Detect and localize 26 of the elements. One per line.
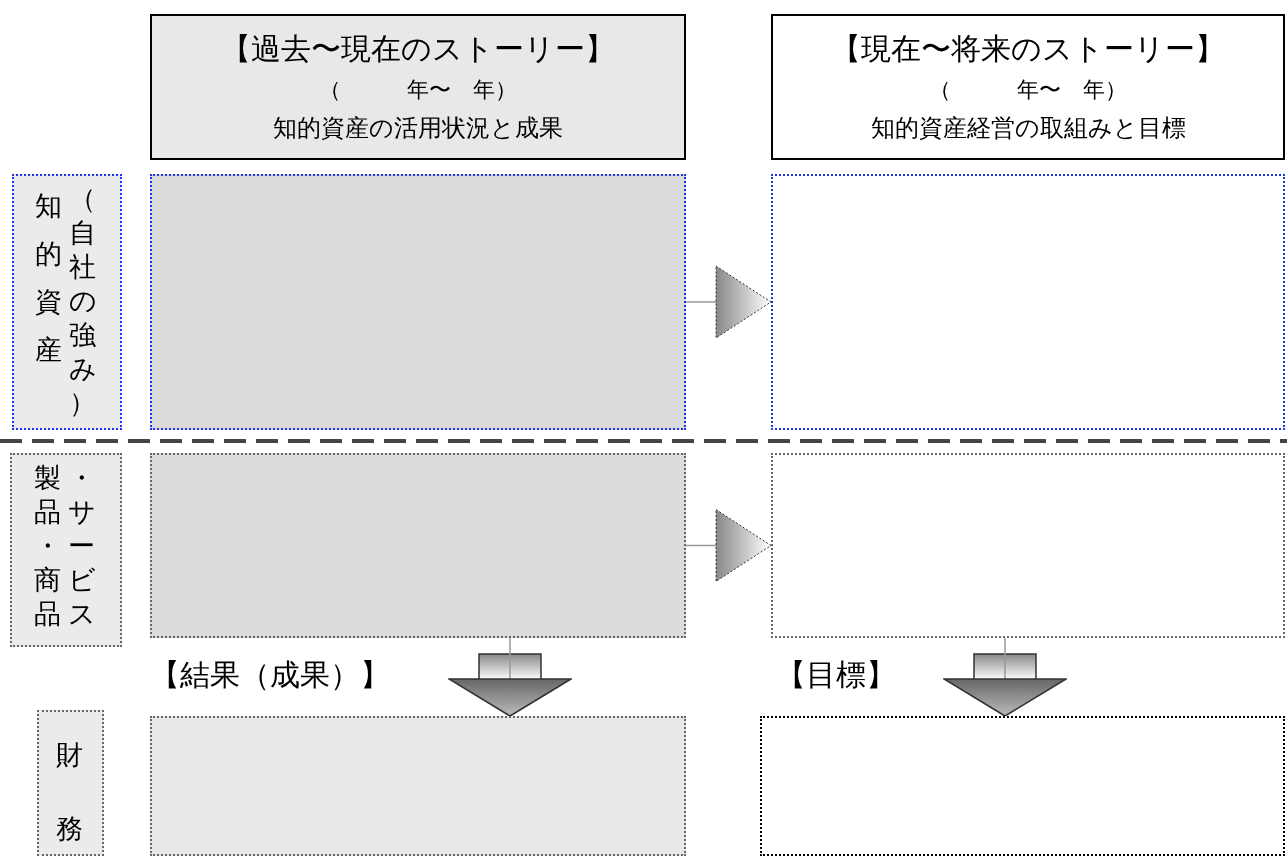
- period-text: （ 年〜 年）: [319, 76, 517, 104]
- row-label: （自社の強み）: [69, 182, 98, 420]
- row-label-box: [37, 710, 104, 856]
- period-text: （ 年〜 年）: [929, 76, 1127, 104]
- section-heading: 【目標】: [776, 656, 896, 694]
- section-heading: 【結果（成果）】: [150, 656, 390, 694]
- header-box: [771, 14, 1285, 160]
- header-title: 【過去〜現在のストーリー】: [221, 30, 615, 68]
- content-box: [771, 174, 1285, 430]
- row-label: ・サービス: [68, 461, 97, 631]
- row-label: 製品・商品: [34, 461, 62, 631]
- row-label-box: [12, 174, 122, 430]
- content-box: [760, 716, 1285, 856]
- chevron-arrow: [685, 265, 772, 339]
- content-box: [150, 716, 686, 856]
- content-box: [150, 174, 686, 430]
- row-label-box: [10, 453, 122, 647]
- header-subtitle: 知的資産の活用状況と成果: [273, 113, 563, 144]
- row-label: 財務: [55, 738, 84, 846]
- content-box: [771, 453, 1285, 638]
- chevron-arrow: [685, 509, 772, 582]
- header-title: 【現在〜将来のストーリー】: [831, 30, 1225, 68]
- row-label: 知的資産: [35, 189, 63, 367]
- header-subtitle: 知的資産経営の取組みと目標: [870, 113, 1186, 144]
- content-box: [150, 453, 686, 638]
- header-box: [150, 14, 686, 160]
